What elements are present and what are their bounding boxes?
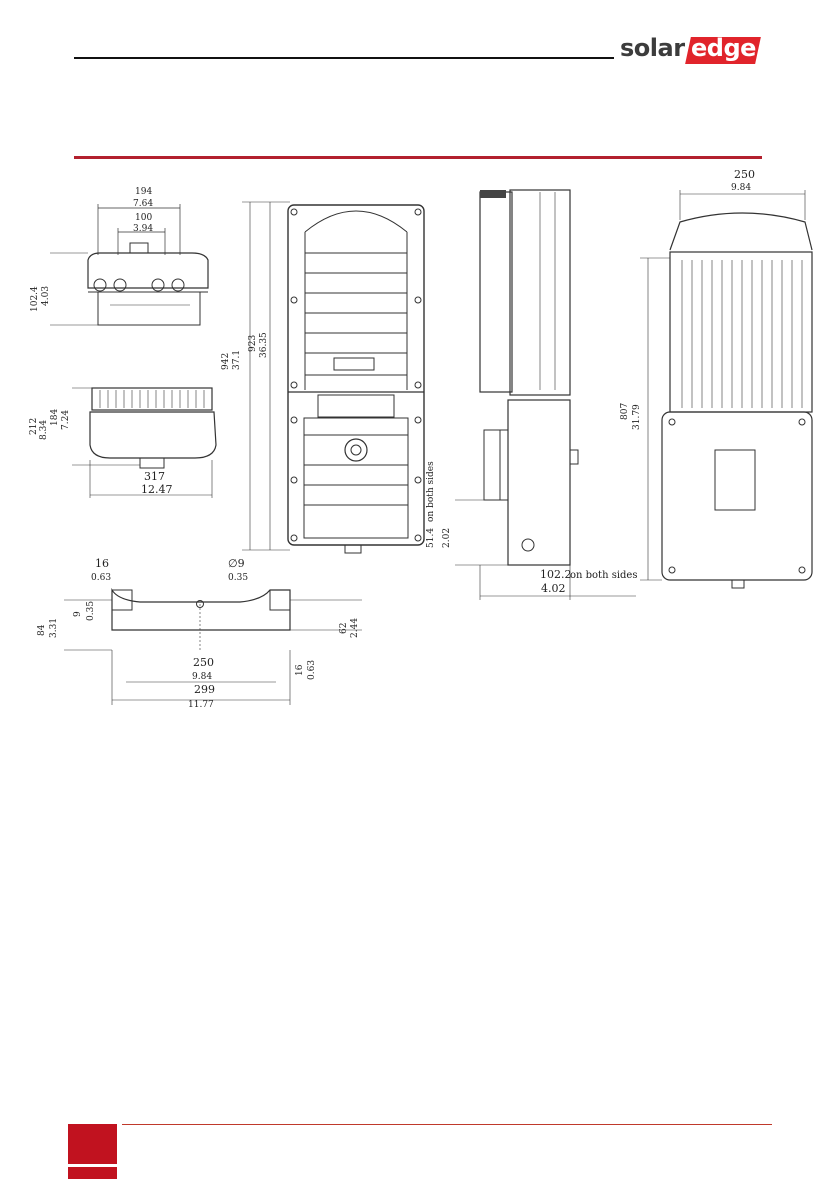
dim-side-a-mm: 51.4 bbox=[426, 528, 436, 548]
dim-back-w-in: 9.84 bbox=[731, 183, 751, 193]
dim-bracket-b-in: 0.63 bbox=[307, 660, 317, 680]
dim-top-h-mm: 102.4 bbox=[30, 286, 40, 312]
dim-side-b-in: 4.02 bbox=[541, 582, 566, 595]
footer-rule bbox=[122, 1124, 772, 1125]
dim-bracket-w1-in: 9.84 bbox=[192, 672, 212, 682]
dim-bracket-a-mm: 16 bbox=[95, 557, 109, 570]
dim-bracket-h-in: 3.31 bbox=[49, 618, 59, 638]
solaredge-logo: solar edge bbox=[620, 34, 760, 66]
back-view bbox=[640, 190, 812, 588]
dim-front-h-mm: 942 bbox=[221, 353, 231, 370]
dim-bracket-hole: ∅9 bbox=[228, 557, 245, 570]
front-view bbox=[242, 202, 424, 553]
dim-side-a-in: 2.02 bbox=[442, 528, 452, 548]
dim-bottom-d2-mm: 184 bbox=[50, 409, 60, 426]
dim-top-c-mm: 100 bbox=[135, 213, 152, 223]
top-view bbox=[50, 204, 208, 325]
dim-side-b-mm: 102.2 bbox=[540, 568, 572, 581]
dim-bottom-w-in: 12.47 bbox=[141, 483, 173, 496]
dim-bracket-w1-mm: 250 bbox=[193, 656, 214, 669]
dim-front-h2-in: 36.35 bbox=[259, 332, 269, 358]
dim-side-a-note: on both sides bbox=[426, 461, 436, 522]
logo-text-edge: edge bbox=[691, 34, 756, 62]
dim-bracket-r-mm: 62 bbox=[339, 623, 349, 634]
logo-text-solar: solar bbox=[620, 34, 685, 62]
dim-top-w-in: 7.64 bbox=[133, 199, 153, 209]
dim-side-b-note: on both sides bbox=[570, 570, 637, 581]
dim-bracket-w2-in: 11.77 bbox=[188, 700, 214, 710]
header-rule bbox=[74, 57, 614, 59]
dim-bracket-s-in: 0.35 bbox=[86, 601, 96, 621]
dim-front-h-in: 37.1 bbox=[232, 350, 242, 370]
dim-bracket-w2-mm: 299 bbox=[194, 683, 215, 696]
side-view bbox=[455, 190, 636, 600]
dim-bottom-d-in: 8.34 bbox=[39, 420, 49, 440]
dim-bracket-hole-in: 0.35 bbox=[228, 573, 248, 583]
dimension-drawing: 194 7.64 100 3.94 102.4 4.03 212 8.34 18… bbox=[0, 160, 839, 730]
footer-red-block bbox=[68, 1124, 117, 1164]
dim-front-h2-mm: 923 bbox=[248, 335, 258, 352]
dim-bracket-r-in: 2.44 bbox=[350, 618, 360, 638]
dim-bottom-d2-in: 7.24 bbox=[61, 410, 71, 430]
dim-top-w-mm: 194 bbox=[135, 187, 152, 197]
footer-red-strip bbox=[68, 1167, 117, 1179]
dim-bottom-d-mm: 212 bbox=[29, 418, 39, 435]
dim-bottom-w-mm: 317 bbox=[144, 470, 165, 483]
dim-bracket-h-mm: 84 bbox=[37, 624, 47, 636]
dim-top-c-in: 3.94 bbox=[133, 224, 153, 234]
dim-bracket-b-mm: 16 bbox=[295, 664, 305, 676]
dim-top-h-in: 4.03 bbox=[41, 286, 51, 306]
dim-back-h-mm: 807 bbox=[620, 403, 630, 420]
dim-back-w-mm: 250 bbox=[734, 168, 755, 181]
dim-bracket-a-in: 0.63 bbox=[91, 573, 111, 583]
dim-bracket-s-mm: 9 bbox=[73, 611, 83, 617]
dim-back-h-in: 31.79 bbox=[632, 404, 642, 430]
section-rule bbox=[74, 156, 762, 159]
